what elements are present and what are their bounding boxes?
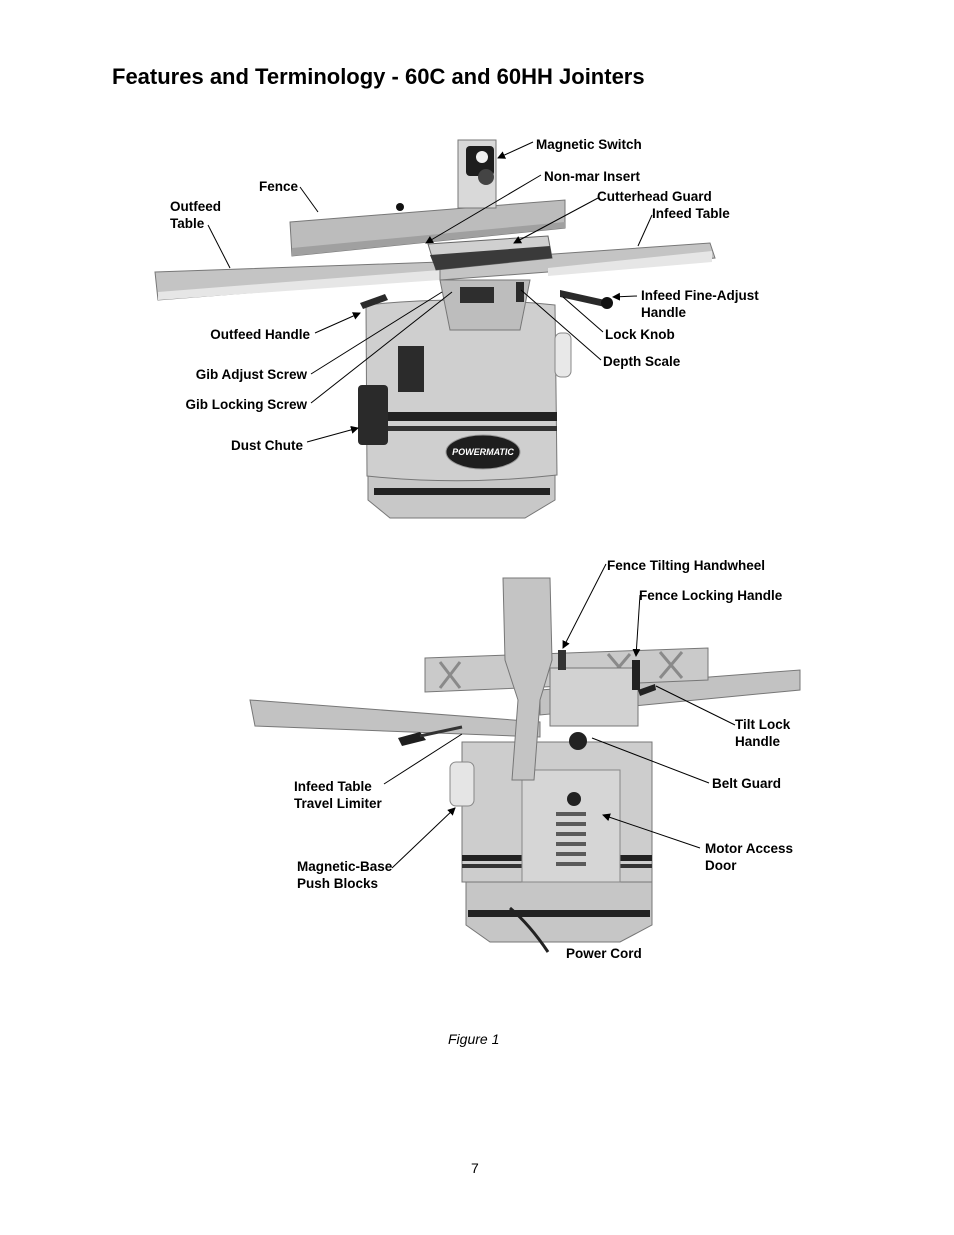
label-push-blocks-line-1: Magnetic-Base — [297, 859, 393, 874]
label-outfeed-table: Outfeed Table — [170, 198, 221, 232]
figure-caption: Figure 1 — [448, 1031, 500, 1047]
label-magnetic-base-push-blocks: Magnetic-Base Push Blocks — [297, 858, 392, 892]
label-gib-adjust-screw: Gib Adjust Screw — [195, 367, 307, 382]
label-tilt-lock-handle: Tilt Lock Handle — [735, 716, 790, 750]
label-magnetic-switch: Magnetic Switch — [536, 137, 642, 152]
label-lock-knob: Lock Knob — [605, 327, 675, 342]
label-fence: Fence — [259, 179, 299, 194]
label-motor-access-line-1: Motor Access — [705, 841, 794, 856]
jointer-front-view-image: POWERMATIC — [154, 139, 716, 519]
label-travel-limiter-line-2: Travel Limiter — [294, 796, 382, 811]
label-infeed-fine-adjust-line-1: Infeed Fine-Adjust — [641, 288, 759, 303]
label-travel-limiter-line-1: Infeed Table — [294, 779, 372, 794]
label-cutterhead-guard: Cutterhead Guard — [597, 189, 712, 204]
label-infeed-table-travel-limiter: Infeed Table Travel Limiter — [294, 778, 382, 812]
powermatic-logo: POWERMATIC — [452, 447, 514, 457]
label-outfeed-table-line-2: Table — [170, 216, 205, 231]
label-tilt-lock-line-2: Handle — [735, 734, 781, 749]
label-push-blocks-line-2: Push Blocks — [297, 876, 379, 891]
page-title: Features and Terminology - 60C and 60HH … — [112, 64, 645, 89]
label-belt-guard: Belt Guard — [712, 776, 782, 791]
label-outfeed-handle: Outfeed Handle — [210, 327, 310, 342]
label-infeed-table: Infeed Table — [652, 206, 730, 221]
label-infeed-fine-adjust-handle: Infeed Fine-Adjust Handle — [641, 287, 759, 321]
label-depth-scale: Depth Scale — [603, 354, 681, 369]
label-outfeed-table-line-1: Outfeed — [170, 199, 222, 214]
jointer-rear-view-image — [249, 577, 801, 953]
top-figure-leader-lines — [207, 141, 653, 443]
label-fence-tilting-handwheel: Fence Tilting Handwheel — [607, 558, 766, 573]
label-fence-locking-handle: Fence Locking Handle — [639, 588, 783, 603]
label-infeed-fine-adjust-line-2: Handle — [641, 305, 687, 320]
label-motor-access-line-2: Door — [705, 858, 737, 873]
label-non-mar-insert: Non-mar Insert — [544, 169, 641, 184]
label-gib-locking-screw: Gib Locking Screw — [185, 397, 307, 412]
page-number: 7 — [471, 1160, 479, 1176]
label-tilt-lock-line-1: Tilt Lock — [735, 717, 791, 732]
bottom-figure-leader-lines — [383, 563, 736, 869]
label-power-cord: Power Cord — [566, 946, 642, 961]
label-dust-chute: Dust Chute — [231, 438, 303, 453]
label-motor-access-door: Motor Access Door — [705, 840, 793, 874]
